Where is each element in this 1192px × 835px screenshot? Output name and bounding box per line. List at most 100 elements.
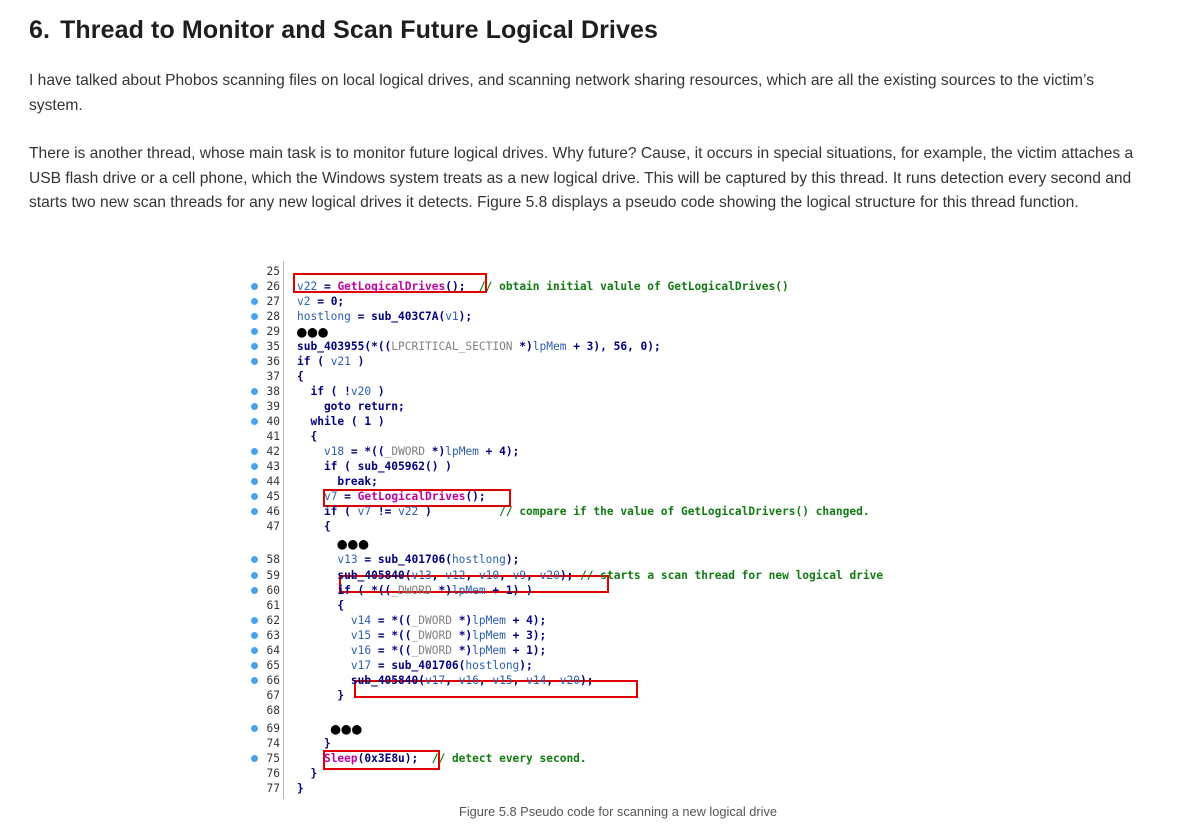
breakpoint-dot-icon — [251, 556, 258, 563]
line-number: 47 — [266, 520, 280, 533]
code-line: 43 if ( sub_405962() ) — [248, 459, 968, 474]
breakpoint-dot-icon — [251, 403, 258, 410]
line-number: 69 — [266, 722, 280, 735]
code-text: if ( sub_405962() ) — [297, 460, 452, 473]
breakpoint-dot-icon — [251, 572, 258, 579]
section-title: Thread to Monitor and Scan Future Logica… — [60, 16, 658, 44]
line-number: 36 — [266, 355, 280, 368]
line-number: 61 — [266, 599, 280, 612]
breakpoint-dot-icon — [251, 647, 258, 654]
code-text: } — [297, 767, 318, 780]
line-number: 75 — [266, 752, 280, 765]
code-line: 62 v14 = *((_DWORD *)lpMem + 4); — [248, 613, 968, 628]
pseudo-code-figure: 25 26 v22 = GetLogicalDrives(); // obtain … — [248, 261, 968, 801]
code-text: ●●● — [337, 534, 370, 553]
line-number: 45 — [266, 490, 280, 503]
breakpoint-dot-icon — [251, 493, 258, 500]
code-text: sub_405840(v13, v12, v10, v9, v20); // s… — [297, 569, 884, 582]
code-line: 36 if ( v21 ) — [248, 354, 968, 369]
code-line: 75 Sleep(0x3E8u); // detect every second… — [248, 751, 968, 766]
breakpoint-dot-icon — [251, 725, 258, 732]
code-line: 69 ●●● — [248, 719, 968, 738]
breakpoint-dot-icon — [251, 755, 258, 762]
highlight-box — [323, 489, 511, 507]
code-text: if ( *((_DWORD *)lpMem + 1) ) — [297, 584, 533, 597]
code-line: 66 sub_405840(v17, v16, v15, v14, v20); — [248, 673, 968, 688]
code-line: 38 if ( !v20 ) — [248, 384, 968, 399]
code-text: ●●● — [297, 322, 329, 341]
code-line: 58 v13 = sub_401706(hostlong); — [248, 552, 968, 567]
breakpoint-dot-icon — [251, 677, 258, 684]
line-number: 27 — [266, 295, 280, 308]
line-number: 58 — [266, 553, 280, 566]
code-line: 64 v16 = *((_DWORD *)lpMem + 1); — [248, 643, 968, 658]
code-line: 44 break; — [248, 474, 968, 489]
highlight-box — [339, 575, 609, 593]
line-number: 26 — [266, 280, 280, 293]
code-line: 47 { — [248, 519, 968, 534]
code-line: 41 { — [248, 429, 968, 444]
breakpoint-dot-icon — [251, 358, 258, 365]
code-text: while ( 1 ) — [297, 415, 385, 428]
line-number: 42 — [266, 445, 280, 458]
figure-caption: Figure 5.8 Pseudo code for scanning a ne… — [459, 804, 777, 819]
breakpoint-dot-icon — [251, 463, 258, 470]
code-line: 60 if ( *((_DWORD *)lpMem + 1) ) — [248, 583, 968, 598]
code-text: v15 = *((_DWORD *)lpMem + 3); — [350, 629, 547, 642]
code-line: 45 v7 = GetLogicalDrives(); — [248, 489, 968, 504]
breakpoint-dot-icon — [251, 448, 258, 455]
code-line: 65 v17 = sub_401706(hostlong); — [248, 658, 968, 673]
code-line: ●●● — [248, 534, 968, 553]
code-text: ●●● — [330, 719, 363, 738]
line-number: 25 — [266, 265, 280, 278]
line-number: 35 — [266, 340, 280, 353]
code-text: break; — [297, 475, 378, 488]
code-text: } — [297, 689, 345, 702]
code-text: if ( !v20 ) — [297, 385, 385, 398]
breakpoint-dot-icon — [251, 418, 258, 425]
code-text: { — [297, 520, 331, 533]
breakpoint-dot-icon — [251, 328, 258, 335]
gutter-divider — [283, 261, 284, 799]
code-text: goto return; — [297, 400, 405, 413]
code-text: v17 = sub_401706(hostlong); — [350, 659, 533, 672]
line-number: 77 — [266, 782, 280, 795]
line-number: 29 — [266, 325, 280, 338]
breakpoint-dot-icon — [251, 632, 258, 639]
line-number: 39 — [266, 400, 280, 413]
code-line: 39 goto return; — [248, 399, 968, 414]
code-text: Sleep(0x3E8u); // detect every second. — [323, 752, 587, 765]
breakpoint-dot-icon — [251, 478, 258, 485]
line-number: 66 — [266, 674, 280, 687]
code-text: { — [297, 599, 345, 612]
highlight-box — [354, 680, 638, 698]
paragraph: There is another thread, whose main task… — [29, 145, 1134, 211]
breakpoint-dot-icon — [251, 617, 258, 624]
code-line: 77} — [248, 781, 968, 796]
breakpoint-dot-icon — [251, 343, 258, 350]
code-line: 63 v15 = *((_DWORD *)lpMem + 3); — [248, 628, 968, 643]
code-text: if ( v7 != v22 ) // compare if the value… — [297, 505, 870, 518]
code-text: } — [297, 737, 331, 750]
line-number: 68 — [266, 704, 280, 717]
code-text: v13 = sub_401706(hostlong); — [337, 553, 520, 566]
code-text: v14 = *((_DWORD *)lpMem + 4); — [350, 614, 547, 627]
line-number: 65 — [266, 659, 280, 672]
highlight-box — [323, 750, 440, 770]
code-line: 26 v22 = GetLogicalDrives(); // obtain in… — [248, 279, 968, 294]
line-number: 74 — [266, 737, 280, 750]
code-text: v22 = GetLogicalDrives(); // obtain init… — [297, 280, 789, 293]
code-line: 74 } — [248, 736, 968, 751]
code-text: { — [297, 430, 318, 443]
code-text: } — [297, 782, 304, 795]
code-line: 76 } — [248, 766, 968, 781]
line-number: 40 — [266, 415, 280, 428]
line-number: 43 — [266, 460, 280, 473]
line-number: 76 — [266, 767, 280, 780]
section-number: 6. — [29, 16, 51, 44]
code-text: sub_405840(v17, v16, v15, v14, v20); — [297, 674, 594, 687]
line-number: 59 — [266, 569, 280, 582]
code-text: if ( v21 ) — [297, 355, 365, 368]
breakpoint-dot-icon — [251, 388, 258, 395]
